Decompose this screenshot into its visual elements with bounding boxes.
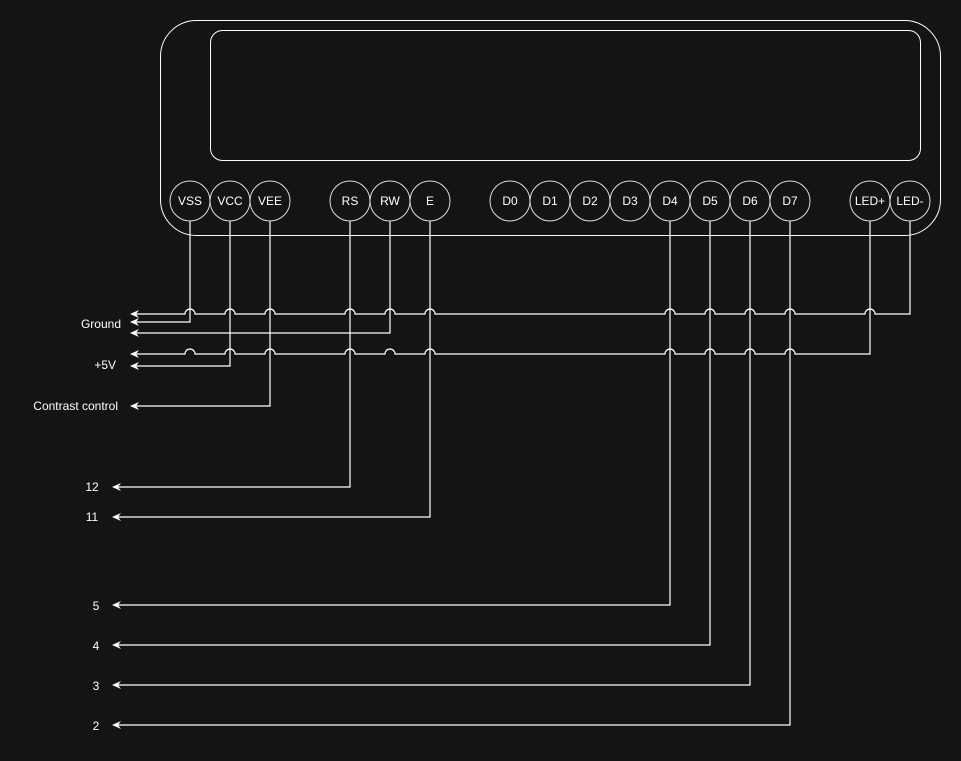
label-pin-4: 4 <box>93 639 100 653</box>
pin-label: VSS <box>178 194 202 208</box>
pin-d5: D5 <box>689 180 731 222</box>
label-pin-12: 12 <box>85 480 99 494</box>
label-pin-11: 11 <box>86 510 99 524</box>
wire-vcc-5v <box>136 221 231 367</box>
wire-d5-4 <box>118 221 711 646</box>
pin-label: D7 <box>782 194 798 208</box>
wire-rs-12 <box>118 221 351 488</box>
wire-rw-ground-arrow-icon <box>130 329 139 337</box>
wire-led-minus-ground <box>136 221 911 315</box>
wire-d4-5 <box>118 221 671 606</box>
wire-d4-5-arrow-icon <box>112 601 121 609</box>
pin-d3: D3 <box>609 180 651 222</box>
pin-circle <box>889 180 931 222</box>
pin-label: RS <box>342 194 359 208</box>
wire-led-minus-ground-arrow-icon <box>130 310 139 318</box>
pin-ledplus: LED+ <box>849 180 891 222</box>
pin-d4: D4 <box>649 180 691 222</box>
pin-d0: D0 <box>489 180 531 222</box>
wire-vee-contrast-arrow-icon <box>130 402 139 410</box>
pin-circle <box>769 180 811 222</box>
pin-rw: RW <box>369 180 411 222</box>
pin-ledminus: LED- <box>889 180 931 222</box>
wire-vss-ground-arrow-icon <box>130 318 139 326</box>
pin-vcc: VCC <box>209 180 251 222</box>
wire-led-plus-5v <box>136 221 871 355</box>
wire-vcc-5v-arrow-icon <box>130 362 139 370</box>
pin-vee: VEE <box>249 180 291 222</box>
wire-d6-3-arrow-icon <box>112 681 121 689</box>
label-pin-2: 2 <box>93 719 100 733</box>
wire-d7-2 <box>118 221 791 726</box>
pin-label: D3 <box>622 194 638 208</box>
wire-d7-2-arrow-icon <box>112 721 121 729</box>
pin-e: E <box>409 180 451 222</box>
label-contrast-control: Contrast control <box>33 399 118 413</box>
wire-e-11-arrow-icon <box>112 513 121 521</box>
pin-label: VEE <box>258 194 282 208</box>
label-pin-5: 5 <box>93 599 100 613</box>
pin-vss: VSS <box>169 180 211 222</box>
pin-label: VCC <box>217 194 243 208</box>
label-ground: Ground <box>81 317 121 331</box>
pin-label: D1 <box>542 194 558 208</box>
label-plus5v: +5V <box>94 358 116 372</box>
pin-label: D2 <box>582 194 598 208</box>
wire-e-11 <box>118 221 431 518</box>
pin-d1: D1 <box>529 180 571 222</box>
wire-vss-ground <box>136 221 191 323</box>
wire-rw-ground <box>136 221 391 334</box>
pin-rs: RS <box>329 180 371 222</box>
pin-label: RW <box>380 194 400 208</box>
wire-d6-3 <box>118 221 751 686</box>
pin-d7: D7 <box>769 180 811 222</box>
pin-label: LED+ <box>855 194 885 208</box>
label-pin-3: 3 <box>93 679 100 693</box>
pin-label: D4 <box>662 194 678 208</box>
pin-label: D5 <box>702 194 718 208</box>
lcd-module-body <box>160 20 941 236</box>
pin-circle <box>249 180 291 222</box>
wire-rs-12-arrow-icon <box>112 483 121 491</box>
pin-d2: D2 <box>569 180 611 222</box>
pin-label: D0 <box>502 194 518 208</box>
wire-led-plus-5v-arrow-icon <box>130 350 139 358</box>
pin-circle <box>409 180 451 222</box>
pin-label: E <box>426 194 434 208</box>
lcd-screen <box>210 30 921 161</box>
wire-d5-4-arrow-icon <box>112 641 121 649</box>
pin-label: D6 <box>742 194 758 208</box>
pin-d6: D6 <box>729 180 771 222</box>
pin-label: LED- <box>896 194 923 208</box>
wire-vee-contrast <box>136 221 271 407</box>
